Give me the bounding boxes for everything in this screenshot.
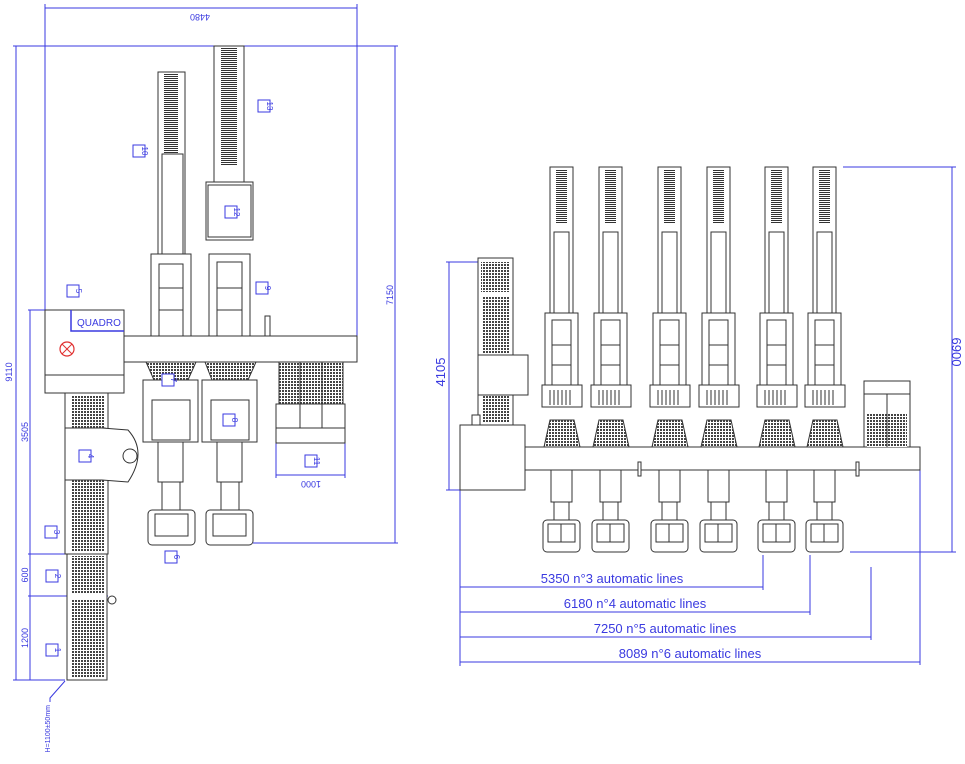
conveyor-10 bbox=[150, 71, 192, 337]
height-note: H=1100±50mm bbox=[45, 705, 52, 753]
automatic-line-unit bbox=[804, 166, 846, 553]
item-label-1: 1 bbox=[45, 643, 62, 657]
item-label-5: 5 bbox=[66, 284, 83, 298]
front-view: 4105 6900 5350 n°3 automatic lines 6180 n… bbox=[433, 166, 964, 666]
line-length-dimension: 8089 n°6 automatic lines bbox=[460, 470, 921, 665]
automatic-line-unit bbox=[541, 166, 583, 553]
automatic-line-unit bbox=[698, 166, 740, 553]
front-platform bbox=[524, 446, 921, 471]
line-length-dimension: 6180 n°4 automatic lines bbox=[460, 555, 811, 615]
item-label-3: 3 bbox=[44, 525, 61, 539]
dim-4480: 4480 bbox=[190, 12, 210, 22]
line-length-label: 7250 n°5 automatic lines bbox=[594, 621, 737, 636]
item-label-text: 4 bbox=[86, 454, 95, 459]
item-label-6: 6 bbox=[164, 550, 181, 564]
item-label-text: 11 bbox=[312, 457, 321, 466]
front-stacker bbox=[459, 257, 529, 491]
item-label-text: 2 bbox=[53, 574, 62, 579]
dim-1200: 1200 bbox=[20, 628, 30, 648]
dim-7150: 7150 bbox=[385, 285, 395, 305]
item-label-7: 7 bbox=[161, 373, 178, 387]
item-label-text: 1 bbox=[53, 648, 62, 653]
item-label-text: 3 bbox=[52, 530, 61, 535]
dim-1000: 1000 bbox=[301, 479, 321, 489]
line-length-dimensions: 5350 n°3 automatic lines 6180 n°4 automat… bbox=[460, 470, 921, 665]
panel-label: QUADRO bbox=[77, 318, 121, 329]
automatic-line-unit bbox=[590, 166, 632, 553]
item-label-10: 10 bbox=[132, 144, 149, 158]
line-length-label: 6180 n°4 automatic lines bbox=[564, 596, 707, 611]
automatic-lines bbox=[541, 166, 846, 553]
front-box bbox=[637, 380, 911, 477]
dim-9110: 9110 bbox=[4, 362, 14, 381]
conveyor-13 bbox=[205, 45, 271, 337]
item-label-13: 13 bbox=[257, 99, 274, 113]
automatic-line-unit bbox=[649, 166, 691, 553]
box-11 bbox=[275, 361, 346, 444]
item-label-text: 6 bbox=[172, 555, 181, 560]
line-length-dimension: 7250 n°5 automatic lines bbox=[460, 567, 872, 640]
item-label-text: 7 bbox=[169, 378, 178, 383]
line-length-label: 8089 n°6 automatic lines bbox=[619, 646, 762, 661]
item-label-text: 8 bbox=[230, 418, 239, 423]
hopper-units bbox=[142, 361, 258, 546]
line-length-label: 5350 n°3 automatic lines bbox=[541, 571, 684, 586]
item-label-8: 8 bbox=[222, 413, 239, 427]
infeed-line bbox=[64, 392, 139, 681]
line-length-dimension: 5350 n°3 automatic lines bbox=[460, 555, 764, 590]
automatic-line-unit bbox=[756, 166, 798, 553]
item-label-text: 12 bbox=[232, 208, 241, 217]
item-label-4: 4 bbox=[78, 449, 95, 463]
plan-dimensions: 4480 9110 7150 3505 600 1200 1000 H=1100… bbox=[4, 4, 398, 753]
item-label-11: 11 bbox=[304, 454, 321, 468]
item-label-text: 13 bbox=[265, 102, 274, 111]
item-label-text: 10 bbox=[140, 147, 149, 156]
platform bbox=[123, 335, 358, 363]
item-label-2: 2 bbox=[45, 569, 62, 583]
dim-4105: 4105 bbox=[433, 358, 448, 387]
item-label-text: 9 bbox=[263, 286, 272, 291]
item-label-12: 12 bbox=[224, 205, 241, 219]
plan-view: 4480 9110 7150 3505 600 1200 1000 H=1100… bbox=[4, 4, 398, 753]
electrical-panel: QUADRO bbox=[44, 309, 125, 394]
item-label-9: 9 bbox=[255, 281, 272, 295]
dim-600: 600 bbox=[20, 567, 30, 582]
dim-3505: 3505 bbox=[20, 422, 30, 442]
item-label-text: 5 bbox=[74, 289, 83, 294]
dim-6900: 6900 bbox=[949, 338, 964, 367]
front-dimensions: 4105 6900 bbox=[433, 166, 964, 666]
